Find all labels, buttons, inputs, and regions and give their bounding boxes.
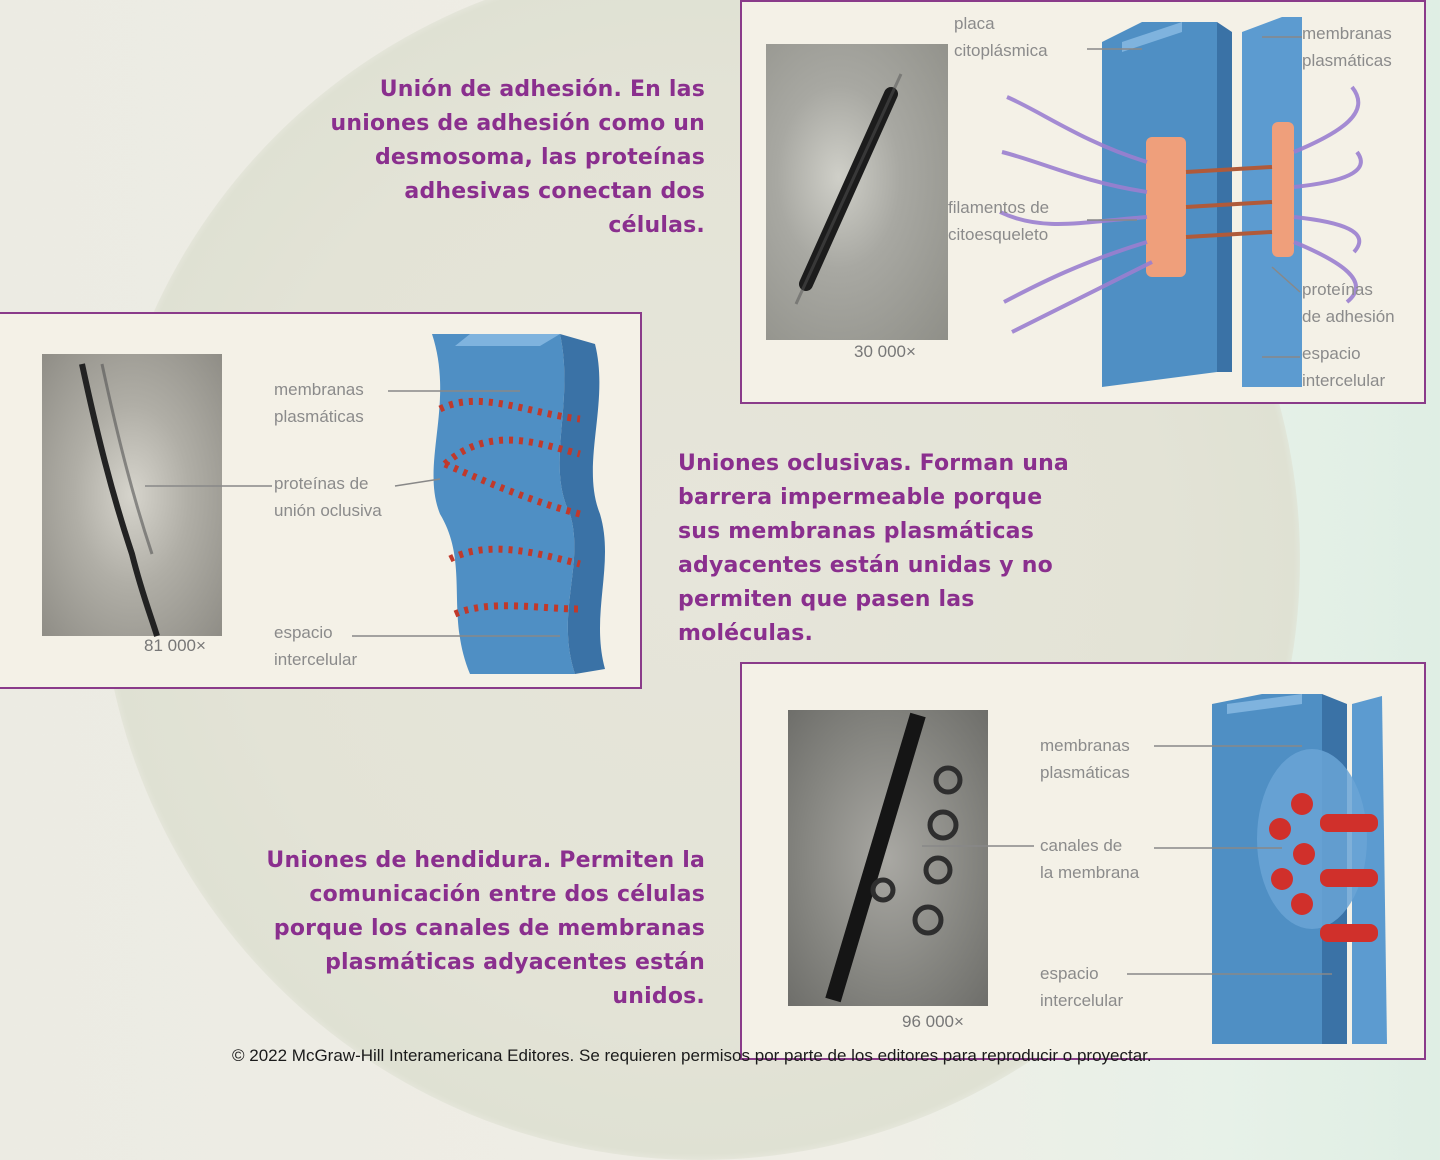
label-occlusive-proteins: proteínas de unión oclusiva (274, 474, 382, 520)
occlusive-micrograph-band (79, 363, 160, 637)
cytoplasmic-plaque-right (1272, 122, 1294, 257)
occlusive-proteins (438, 397, 581, 618)
adhesion-magnification: 30 000× (854, 342, 916, 361)
copyright-footer: © 2022 McGraw-Hill Interamericana Editor… (232, 1046, 1152, 1065)
label-plasma-membranes: membranas plasmáticas (1302, 24, 1392, 70)
label-adhesion-proteins: proteínas de adhesión (1302, 280, 1395, 326)
adhesion-micrograph-band (794, 73, 903, 305)
label-intercellular-space: espacio intercelular (274, 623, 358, 669)
gap-micrograph-band (825, 712, 963, 1003)
gap-junction-diagram (922, 694, 1387, 1044)
label-plasma-membranes: membranas plasmáticas (1040, 736, 1130, 782)
adhesion-micrograph (766, 44, 948, 340)
occlusive-micrograph (42, 354, 222, 637)
occlusive-magnification: 81 000× (144, 636, 206, 655)
occlusive-junction-panel: 81 000× membranas plasmáticas proteínas … (0, 312, 642, 689)
label-intercellular-space: espacio intercelular (1302, 344, 1386, 390)
label-cytoplasmic-plaque: placa citoplásmica (954, 14, 1048, 60)
adhesion-junction-diagram (999, 17, 1363, 387)
label-cytoskeleton-filaments: filamentos de citoesqueleto (948, 198, 1050, 244)
caption-occlusive-junction: Uniones oclusivas. Forman una barrera im… (678, 451, 1069, 646)
occlusive-junction-diagram (145, 334, 605, 674)
gap-junction-panel: 96 000× membranas plasmáticas canales de… (740, 662, 1426, 1060)
cytoskeleton-filaments (999, 85, 1363, 334)
gap-magnification: 96 000× (902, 1012, 964, 1031)
label-membrane-channels: canales de la membrana (1040, 836, 1140, 882)
caption-gap-junction: Uniones de hendidura. Permiten la comuni… (266, 848, 705, 1009)
membrane-channels (1269, 793, 1378, 942)
adhesion-junction-panel: 30 000× (740, 0, 1426, 404)
caption-adhesion-junction: Unión de adhesión. En las uniones de adh… (330, 77, 705, 238)
label-intercellular-space: espacio intercelular (1040, 964, 1124, 1010)
gap-micrograph (788, 710, 988, 1006)
cytoplasmic-plaque-left (1146, 137, 1186, 277)
adhesion-proteins (1185, 165, 1273, 239)
label-plasma-membranes: membranas plasmáticas (274, 380, 364, 426)
